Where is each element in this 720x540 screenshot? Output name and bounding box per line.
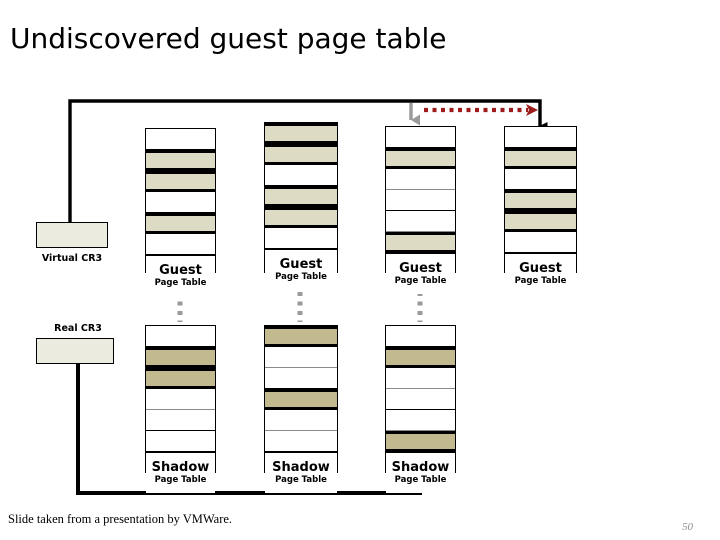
page-table-entry[interactable] bbox=[265, 389, 337, 410]
page-table-entry[interactable] bbox=[505, 169, 576, 190]
page-table-entry[interactable] bbox=[386, 190, 455, 211]
page-table-entry[interactable] bbox=[265, 228, 337, 249]
real-cr3-label: Real CR3 bbox=[54, 323, 102, 334]
page-table-title: Guest bbox=[159, 263, 202, 278]
page-table-title: Shadow bbox=[272, 460, 330, 475]
page-table-entry[interactable] bbox=[146, 213, 215, 234]
guest-page-table[interactable]: Guest Page Table bbox=[385, 126, 456, 294]
page-table-caption: Guest Page Table bbox=[146, 255, 215, 296]
page-table-entry[interactable] bbox=[386, 368, 455, 389]
page-table-entry[interactable] bbox=[386, 431, 455, 452]
page-table-entry[interactable] bbox=[265, 186, 337, 207]
page-table-entry[interactable] bbox=[505, 232, 576, 253]
page-table-subtitle: Page Table bbox=[154, 475, 207, 485]
page-table-entry[interactable] bbox=[386, 410, 455, 431]
slide-footnote: Slide taken from a presentation by VMWar… bbox=[8, 512, 233, 526]
page-table-title: Guest bbox=[519, 261, 562, 276]
page-table-subtitle: Page Table bbox=[394, 475, 447, 485]
page-table-title: Guest bbox=[279, 257, 323, 272]
page-table-subtitle: Page Table bbox=[514, 276, 567, 286]
page-table-subtitle: Page Table bbox=[154, 278, 207, 288]
page-table-entry[interactable] bbox=[265, 207, 337, 228]
page-table-entry[interactable] bbox=[146, 129, 215, 150]
guest-page-table[interactable]: Guest Page Table bbox=[264, 122, 338, 290]
page-table-subtitle: Page Table bbox=[394, 276, 447, 286]
page-table-entry[interactable] bbox=[265, 431, 337, 452]
page-table-caption: Shadow Page Table bbox=[386, 452, 455, 493]
page-table-entry[interactable] bbox=[265, 368, 337, 389]
shadow-page-table[interactable]: Shadow Page Table bbox=[145, 325, 216, 493]
page-table-caption: Guest Page Table bbox=[386, 253, 455, 294]
page-table-caption: Shadow Page Table bbox=[146, 452, 215, 493]
page-table-entry[interactable] bbox=[386, 389, 455, 410]
page-table-entry[interactable] bbox=[386, 169, 455, 190]
page-table-entry[interactable] bbox=[386, 148, 455, 169]
page-table-entry[interactable] bbox=[505, 148, 576, 169]
page-table-entry[interactable] bbox=[505, 211, 576, 232]
page-table-entry[interactable] bbox=[146, 171, 215, 192]
page-table-entry[interactable] bbox=[265, 347, 337, 368]
page-table-entry[interactable] bbox=[386, 127, 455, 148]
virtual-cr3-label: Virtual CR3 bbox=[41, 253, 103, 264]
page-table-entry[interactable] bbox=[505, 127, 576, 148]
page-table-entry[interactable] bbox=[386, 232, 455, 253]
page-table-entry[interactable] bbox=[146, 326, 215, 347]
page-table-caption: Guest Page Table bbox=[505, 253, 576, 294]
page-table-entry[interactable] bbox=[265, 410, 337, 431]
page-table-entry[interactable] bbox=[265, 144, 337, 165]
page-table-entry[interactable] bbox=[386, 347, 455, 368]
page-table-caption: Shadow Page Table bbox=[265, 452, 337, 493]
page-table-entry[interactable] bbox=[146, 389, 215, 410]
slide-page-number: 50 bbox=[682, 521, 693, 533]
real-cr3-box[interactable] bbox=[36, 338, 114, 364]
page-table-entry[interactable] bbox=[505, 190, 576, 211]
page-table-entry[interactable] bbox=[146, 150, 215, 171]
page-table-entry[interactable] bbox=[146, 410, 215, 431]
page-title: Undiscovered guest page table bbox=[10, 22, 447, 55]
page-table-entry[interactable] bbox=[265, 123, 337, 144]
connector-real-cr3-to-shadow-3 bbox=[70, 343, 422, 495]
guest-page-table[interactable]: Guest Page Table bbox=[504, 126, 577, 294]
page-table-entry[interactable] bbox=[146, 431, 215, 452]
page-table-subtitle: Page Table bbox=[275, 475, 327, 485]
page-table-title: Guest bbox=[399, 261, 442, 276]
page-table-caption: Guest Page Table bbox=[265, 249, 337, 290]
page-table-entry[interactable] bbox=[146, 234, 215, 255]
page-table-entry[interactable] bbox=[146, 368, 215, 389]
virtual-cr3-box[interactable] bbox=[36, 222, 108, 248]
page-table-subtitle: Page Table bbox=[275, 272, 327, 282]
page-table-entry[interactable] bbox=[265, 326, 337, 347]
page-table-entry[interactable] bbox=[146, 347, 215, 368]
shadow-page-table[interactable]: Shadow Page Table bbox=[385, 325, 456, 493]
page-table-title: Shadow bbox=[151, 460, 210, 475]
shadow-page-table[interactable]: Shadow Page Table bbox=[264, 325, 338, 493]
guest-page-table[interactable]: Guest Page Table bbox=[145, 128, 216, 296]
page-table-entry[interactable] bbox=[265, 165, 337, 186]
page-table-entry[interactable] bbox=[146, 192, 215, 213]
page-table-entry[interactable] bbox=[386, 326, 455, 347]
page-table-title: Shadow bbox=[391, 460, 450, 475]
page-table-entry[interactable] bbox=[386, 211, 455, 232]
